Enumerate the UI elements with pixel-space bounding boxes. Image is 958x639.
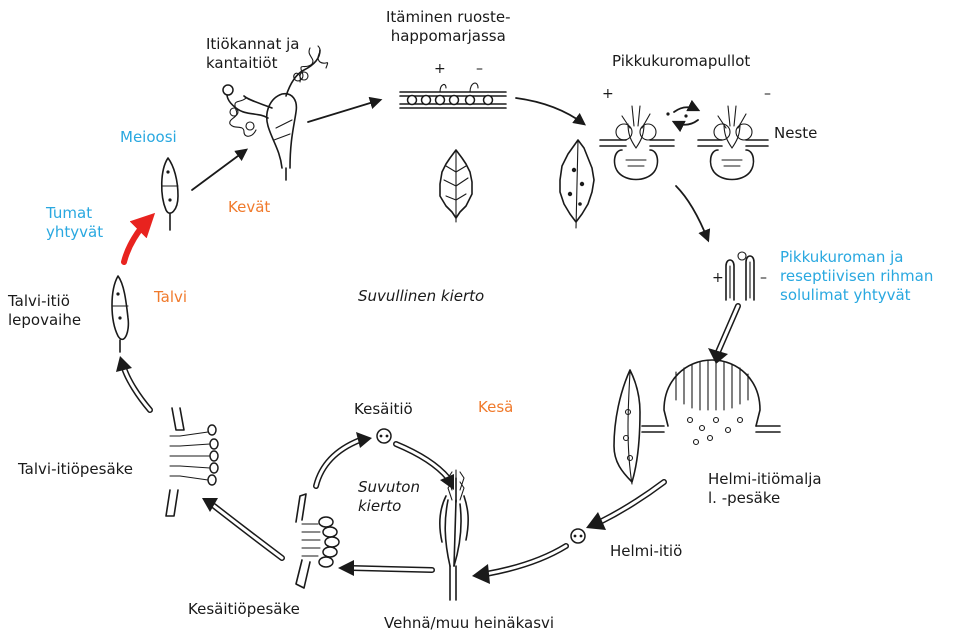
wheat-drawing <box>440 470 468 600</box>
double-arrow <box>116 356 150 410</box>
double-arrow <box>202 498 282 558</box>
label-fluid: Neste <box>774 124 817 143</box>
double-arrow <box>586 482 664 530</box>
label-aeciospore: Helmi-itiö <box>610 542 682 561</box>
label-summer: Kesä <box>478 398 513 417</box>
plus-sign: + <box>602 86 614 102</box>
label-sexual-cycle: Suvullinen kierto <box>358 287 484 306</box>
label-teliospore: Talvi-itiö lepovaihe <box>8 292 81 330</box>
sorus-drawing <box>296 494 339 588</box>
red-arrow <box>124 218 150 262</box>
aecium-drawing <box>642 360 780 445</box>
spore-drawing <box>162 158 178 230</box>
minus-sign: – <box>760 270 767 286</box>
label-urediniospore: Kesäitiö <box>354 400 413 419</box>
fusion-drawing <box>726 252 754 300</box>
minus-sign: – <box>764 86 771 102</box>
fluid-exchange-arrows <box>666 107 698 125</box>
plus-sign: + <box>434 61 446 77</box>
spore-drawing <box>112 276 128 352</box>
label-spring: Kevät <box>228 198 270 217</box>
double-arrow <box>472 546 566 584</box>
label-pycnia: Pikkukuromapullot <box>612 52 750 71</box>
cycle-arrow <box>516 98 584 124</box>
label-germination: Itäminen ruoste- happomarjassa <box>386 8 510 46</box>
label-host: Vehnä/muu heinäkasvi <box>384 614 554 633</box>
plus-sign: + <box>712 270 724 286</box>
pycnium-drawing <box>600 106 674 180</box>
leaf-drawing <box>440 150 472 222</box>
germination-drawing <box>400 83 506 108</box>
label-uredinium: Kesäitiöpesäke <box>188 600 300 619</box>
label-fusion: Pikkukuroman ja reseptiivisen rihman sol… <box>780 248 933 305</box>
label-nuclei-fuse: Tumat yhtyvät <box>46 204 103 242</box>
spore-drawing <box>571 529 585 543</box>
label-asexual-cycle: Suvuton kierto <box>358 478 420 516</box>
label-meiosis: Meioosi <box>120 128 177 147</box>
label-telium: Talvi-itiöpesäke <box>18 460 133 479</box>
leaf-drawing <box>560 140 594 228</box>
double-arrow <box>708 306 738 364</box>
label-aecium: Helmi-itiömalja l. -pesäke <box>708 470 822 508</box>
cycle-arrow <box>308 100 380 122</box>
label-winter: Talvi <box>154 288 187 307</box>
minus-sign: – <box>476 61 483 77</box>
double-arrow <box>338 560 432 576</box>
cycle-arrow <box>192 150 246 190</box>
cycle-arrow <box>676 186 708 240</box>
leaf-drawing <box>614 370 640 484</box>
spore-drawing <box>377 429 391 443</box>
pycnium-drawing <box>698 106 768 180</box>
label-spores-and-basidia: Itiökannat ja kantaitiöt <box>206 35 299 73</box>
